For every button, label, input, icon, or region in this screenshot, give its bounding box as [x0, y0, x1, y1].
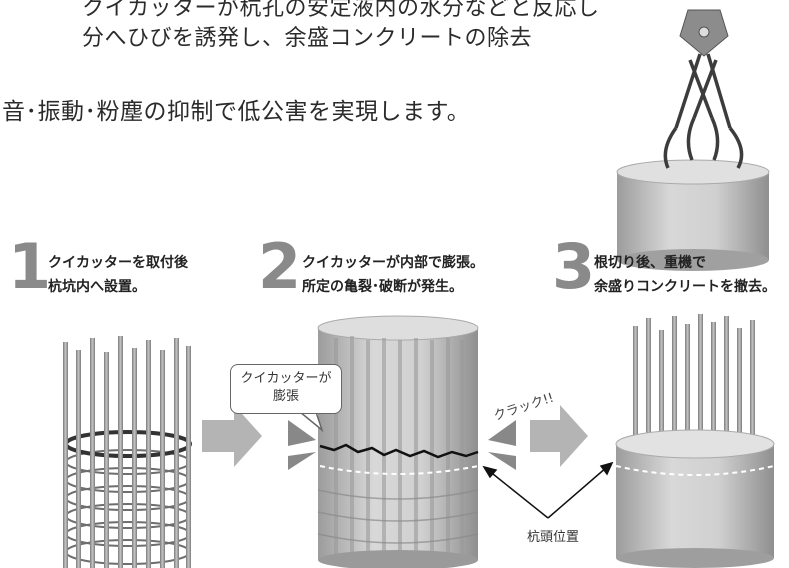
expansion-callout: クイカッターが 膨張 [230, 364, 342, 414]
step-1-line2: 杭坑内へ設置。 [48, 279, 146, 295]
intro-line-1: クイカッターが杭孔の安定液内の水分などと反応し [82, 0, 600, 21]
step-1-line1: クイカッターを取付後 [48, 255, 188, 271]
rebar-cage [63, 336, 192, 568]
step-3-line1: 根切り後、重機で [594, 255, 706, 271]
intro-line-2: 分へひびを誘発し、余盛コンクリートの除去 [82, 26, 533, 51]
pile-head-label: 杭頭位置 [527, 530, 580, 545]
step-number-3: 3 [552, 230, 596, 303]
step-2-line1: クイカッターが内部で膨張。 [302, 255, 484, 271]
step-3-line2: 余盛りコンクリートを撤去。 [594, 279, 776, 295]
lifting-claw [663, 9, 744, 169]
lifted-concrete-block [616, 159, 770, 271]
step-number-2: 2 [258, 230, 302, 303]
callout-line1: クイカッターが [240, 371, 332, 386]
step-number-1: 1 [8, 230, 52, 303]
pile-cylinder-stage2 [317, 315, 479, 568]
arrow-right-2 [530, 405, 588, 467]
step-2-line2: 所定の亀裂･破断が発生。 [302, 279, 463, 295]
remaining-pile [615, 314, 775, 568]
callout-line2: 膨張 [272, 389, 299, 404]
arrow-right-1 [202, 405, 262, 467]
intro-line-3: 音･振動･粉塵の抑制で低公害を実現します。 [2, 99, 471, 125]
